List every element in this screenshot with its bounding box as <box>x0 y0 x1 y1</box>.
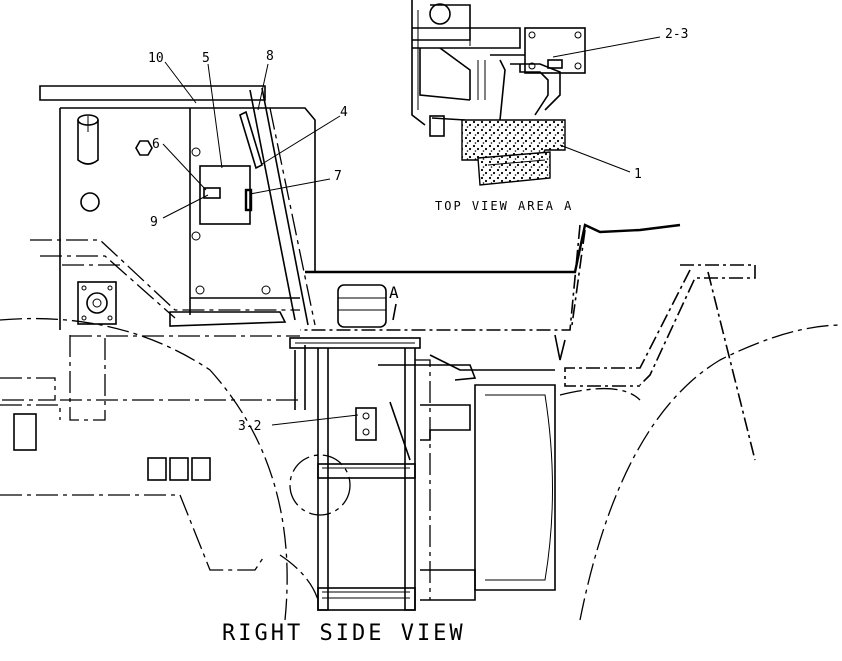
svg-text:4: 4 <box>340 105 348 120</box>
drivetrain <box>415 359 556 601</box>
svg-text:9: 9 <box>150 215 158 230</box>
top-view-inset <box>411 0 586 186</box>
left-dashed-detail <box>0 335 300 571</box>
hub-circle <box>429 3 451 25</box>
svg-text:1: 1 <box>634 167 642 182</box>
ladder-frame <box>289 284 555 611</box>
ladder-step-low <box>317 587 416 611</box>
cab-panel <box>30 85 316 330</box>
callout-1: 1 <box>559 144 642 182</box>
callout-4: 4 <box>261 105 348 165</box>
callout-3-2: 3-2 <box>238 414 359 434</box>
callout-10: 10 <box>148 51 197 104</box>
bearing-block <box>77 281 117 325</box>
callout-6: 6 <box>152 137 207 191</box>
svg-text:2-3: 2-3 <box>665 27 688 42</box>
step-tread-top <box>461 119 566 161</box>
step-tread-lower <box>477 151 551 186</box>
callout-8: 8 <box>257 49 274 111</box>
wheels <box>0 317 842 621</box>
ladder-step-mid <box>317 463 416 479</box>
svg-text:6: 6 <box>152 137 160 152</box>
top-view-caption: TOP VIEW AREA A <box>435 199 573 213</box>
platform-deck <box>289 337 421 349</box>
callout-9: 9 <box>150 194 209 230</box>
callout-5: 5 <box>202 51 223 169</box>
view-marker-a: A <box>389 283 399 321</box>
hex-nut <box>135 140 153 156</box>
mount-plate <box>524 27 586 74</box>
callout-2-3: 2-3 <box>552 27 688 58</box>
svg-text:7: 7 <box>334 169 342 184</box>
svg-text:3-2: 3-2 <box>238 419 261 434</box>
svg-text:10: 10 <box>148 51 164 66</box>
svg-text:A: A <box>389 283 399 302</box>
callout-7: 7 <box>249 169 342 195</box>
svg-text:8: 8 <box>266 49 274 64</box>
battery-box <box>337 284 387 328</box>
hood-body <box>300 223 756 461</box>
svg-text:5: 5 <box>202 51 210 66</box>
main-view-caption: RIGHT SIDE VIEW <box>222 621 466 646</box>
